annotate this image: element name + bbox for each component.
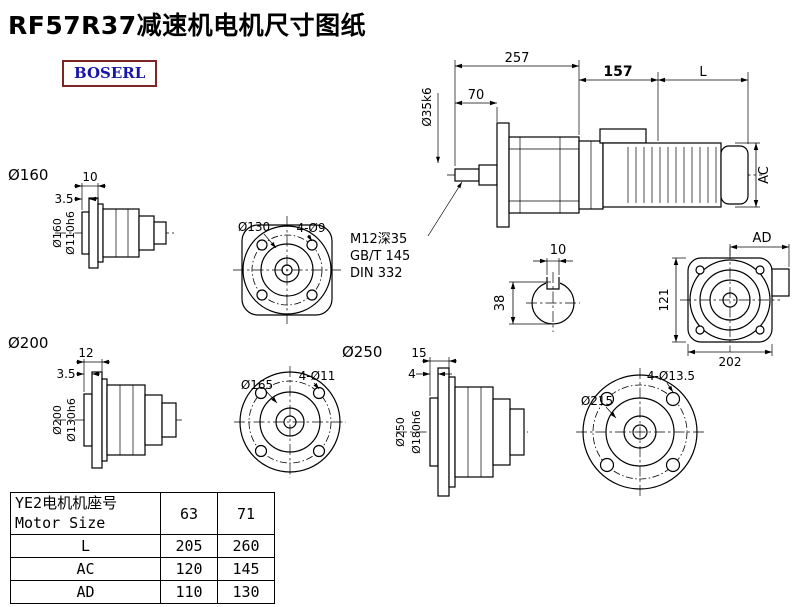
- motor-fins: [627, 147, 717, 203]
- front130-holes-label: 4-Ø9: [296, 221, 325, 235]
- front-view-215: Ø215 4-Ø13.5: [576, 368, 704, 496]
- row-label: AC: [10, 557, 161, 581]
- flange250-step-label: 4: [408, 367, 416, 381]
- flange160-step-label: 3.5: [54, 192, 73, 206]
- front215-holes-label: 4-Ø13.5: [647, 369, 695, 383]
- row-value: 110: [160, 580, 218, 604]
- row-label: AD: [10, 580, 161, 604]
- flange-160-side-view: Ø160 10 3.5 Ø160 Ø110h6: [8, 166, 174, 269]
- dim-157-label: 157: [603, 64, 632, 80]
- flange-200-side-view: Ø200 12 3.5 Ø200 Ø130h6: [8, 334, 182, 469]
- flange250-dia-label: Ø250: [394, 417, 407, 447]
- flange200-step-label: 3.5: [56, 367, 75, 381]
- table-header-cell: YE2电机机座号 Motor Size: [10, 492, 161, 535]
- rear-dim-202-label: 202: [719, 355, 742, 369]
- table-header-en: Motor Size: [15, 513, 106, 532]
- flange200-thickness-label: 12: [78, 346, 93, 360]
- row-value: 205: [160, 534, 218, 558]
- table-row-l: L 205 260: [10, 534, 275, 558]
- motor-rear-view: AD 121 202: [657, 231, 790, 369]
- flange160-spigot-label: Ø110h6: [64, 211, 77, 255]
- front-view-165: Ø250 Ø165 4-Ø11: [234, 343, 382, 478]
- dim-70-label: 70: [468, 88, 485, 103]
- dim-l-label: L: [699, 65, 707, 80]
- flange160-dia-label: Ø160: [51, 218, 64, 248]
- table-header-row: YE2电机机座号 Motor Size 63 71: [10, 492, 275, 535]
- tap-note-1: M12深35: [350, 232, 407, 247]
- flange200-section-label: Ø200: [8, 334, 48, 352]
- shaft-dia-label: Ø35k6: [420, 87, 434, 126]
- flange160-thickness-label: 10: [82, 170, 97, 184]
- tap-note-3: DIN 332: [350, 266, 403, 281]
- front165-holes-label: 4-Ø11: [299, 369, 336, 383]
- rear-dim-ad-label: AD: [753, 231, 772, 246]
- dim-257-label: 257: [505, 51, 530, 66]
- front165-section-label: Ø250: [342, 343, 382, 361]
- main-assembly-view: 257 157 L 70 Ø35k6 AC M12深35 GB/T 145: [350, 51, 772, 281]
- brand-logo: BOSERL: [62, 60, 158, 87]
- flange160-section-label: Ø160: [8, 166, 48, 184]
- flange250-thickness-label: 15: [411, 346, 426, 360]
- flange250-spigot-label: Ø180h6: [410, 410, 423, 454]
- dim-ac-label: AC: [757, 166, 772, 184]
- front-view-130: Ø130 4-Ø9: [233, 216, 341, 324]
- row-value: 120: [160, 557, 218, 581]
- row-value: 130: [217, 580, 275, 604]
- section-dia-label: 38: [493, 295, 508, 312]
- table-size-71: 71: [217, 492, 275, 535]
- front215-bc-label: Ø215: [581, 394, 613, 408]
- table-row-ac: AC 120 145: [10, 557, 275, 581]
- row-value: 260: [217, 534, 275, 558]
- flange-250-side-view: 15 4 Ø250 Ø180h6: [394, 346, 528, 497]
- table-size-63: 63: [160, 492, 218, 535]
- front130-bc-label: Ø130: [238, 220, 270, 234]
- flange200-dia-label: Ø200: [51, 405, 64, 435]
- row-value: 145: [217, 557, 275, 581]
- table-row-ad: AD 110 130: [10, 580, 275, 604]
- key-width-label: 10: [550, 243, 567, 258]
- front165-bc-label: Ø165: [241, 378, 273, 392]
- shaft-section-view: 10 38: [493, 243, 580, 332]
- rear-dim-121-label: 121: [657, 289, 671, 312]
- tap-note-2: GB/T 145: [350, 249, 410, 264]
- motor-size-table: YE2电机机座号 Motor Size 63 71 L 205 260 AC 1…: [10, 492, 275, 604]
- row-label: L: [10, 534, 161, 558]
- flange200-spigot-label: Ø130h6: [65, 398, 78, 442]
- page-title: RF57R37减速机电机尺寸图纸: [8, 11, 367, 40]
- table-header-cn: YE2电机机座号: [15, 494, 118, 512]
